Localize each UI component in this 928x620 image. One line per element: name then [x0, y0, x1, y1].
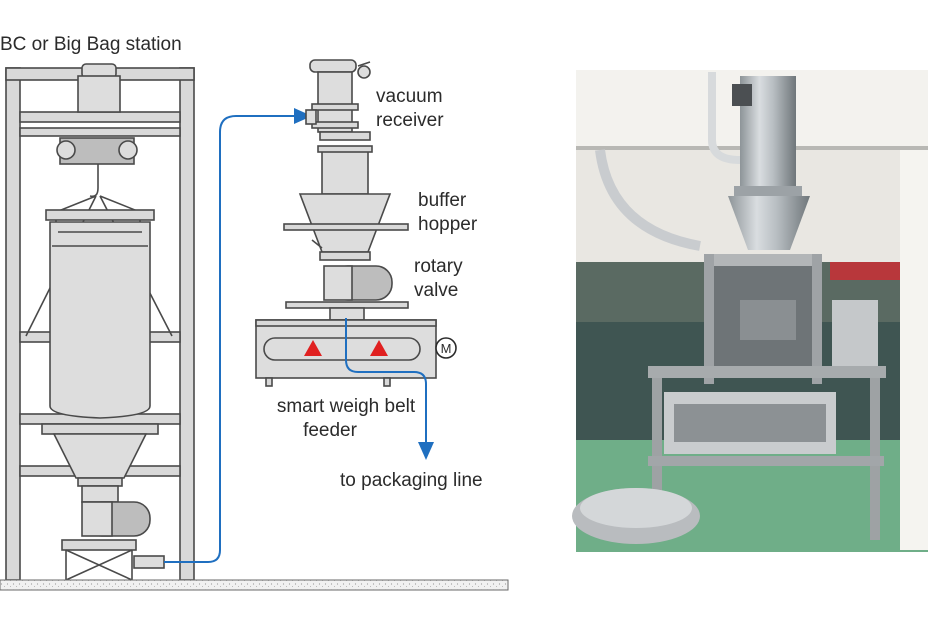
big-bag-station: [0, 63, 509, 591]
rotary-valve-label-2: valve: [414, 280, 458, 301]
vacuum-receiver: [283, 59, 409, 321]
rotary-valve-label-1: rotary: [414, 256, 463, 277]
machine-photo: [572, 70, 928, 552]
weigh-belt-feeder: M: [255, 319, 457, 387]
belt-marker-right: [370, 340, 388, 356]
feeder-label-1: smart weigh belt: [277, 396, 416, 417]
vacuum-receiver-label-2: receiver: [376, 110, 444, 131]
station-label: BC or Big Bag station: [0, 34, 182, 55]
buffer-hopper-label-2: hopper: [418, 214, 478, 235]
packaging-label: to packaging line: [340, 470, 483, 491]
motor-label: M: [441, 341, 452, 356]
feeder-label-2: feeder: [303, 420, 358, 441]
motor-icon: [435, 337, 457, 359]
belt-marker-left: [304, 340, 322, 356]
buffer-hopper-label-1: buffer: [418, 190, 467, 211]
vacuum-receiver-label-1: vacuum: [376, 86, 443, 107]
discharge-line: [345, 318, 434, 460]
conveying-line: [164, 108, 312, 563]
